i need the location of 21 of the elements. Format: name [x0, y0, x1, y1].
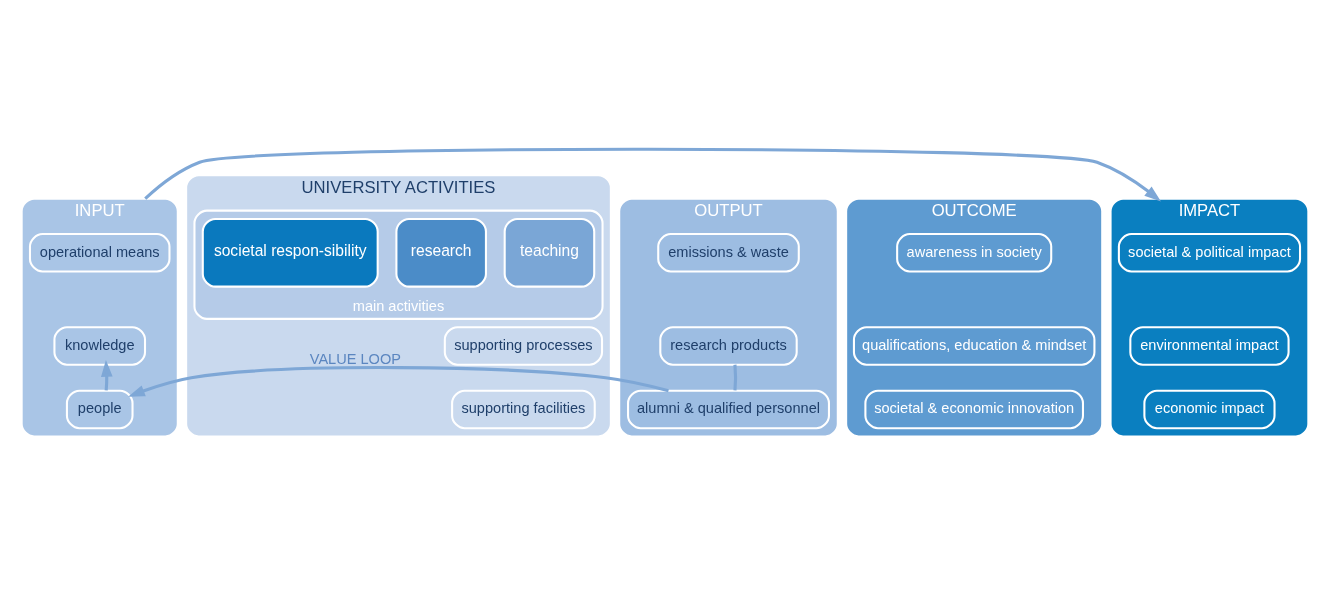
node-box: qualifications, education & mindset — [852, 326, 1096, 366]
node-box: supporting processes — [443, 326, 604, 366]
node-box: knowledge — [53, 326, 147, 366]
node-box: societal & economic innovation — [864, 389, 1084, 430]
node-box: teaching — [503, 217, 596, 288]
node-box: emissions & waste — [657, 233, 800, 273]
connector — [733, 364, 738, 391]
node-box: research — [395, 217, 487, 288]
node-box: economic impact — [1143, 389, 1276, 430]
node-box: people — [65, 389, 134, 430]
node-box: research products — [659, 326, 798, 366]
node-box: awareness in society — [896, 233, 1053, 273]
node-box: societal respon-sibility — [201, 217, 379, 288]
arrow — [144, 147, 1161, 202]
node-box: operational means — [28, 233, 171, 273]
node-box: environmental impact — [1129, 326, 1290, 366]
edge-label: VALUE LOOP — [309, 350, 401, 367]
node-box: alumni & qualified personnel — [627, 389, 830, 430]
node-box: supporting facilities — [451, 389, 596, 430]
arrow — [128, 366, 669, 397]
node-box: societal & political impact — [1117, 233, 1302, 273]
